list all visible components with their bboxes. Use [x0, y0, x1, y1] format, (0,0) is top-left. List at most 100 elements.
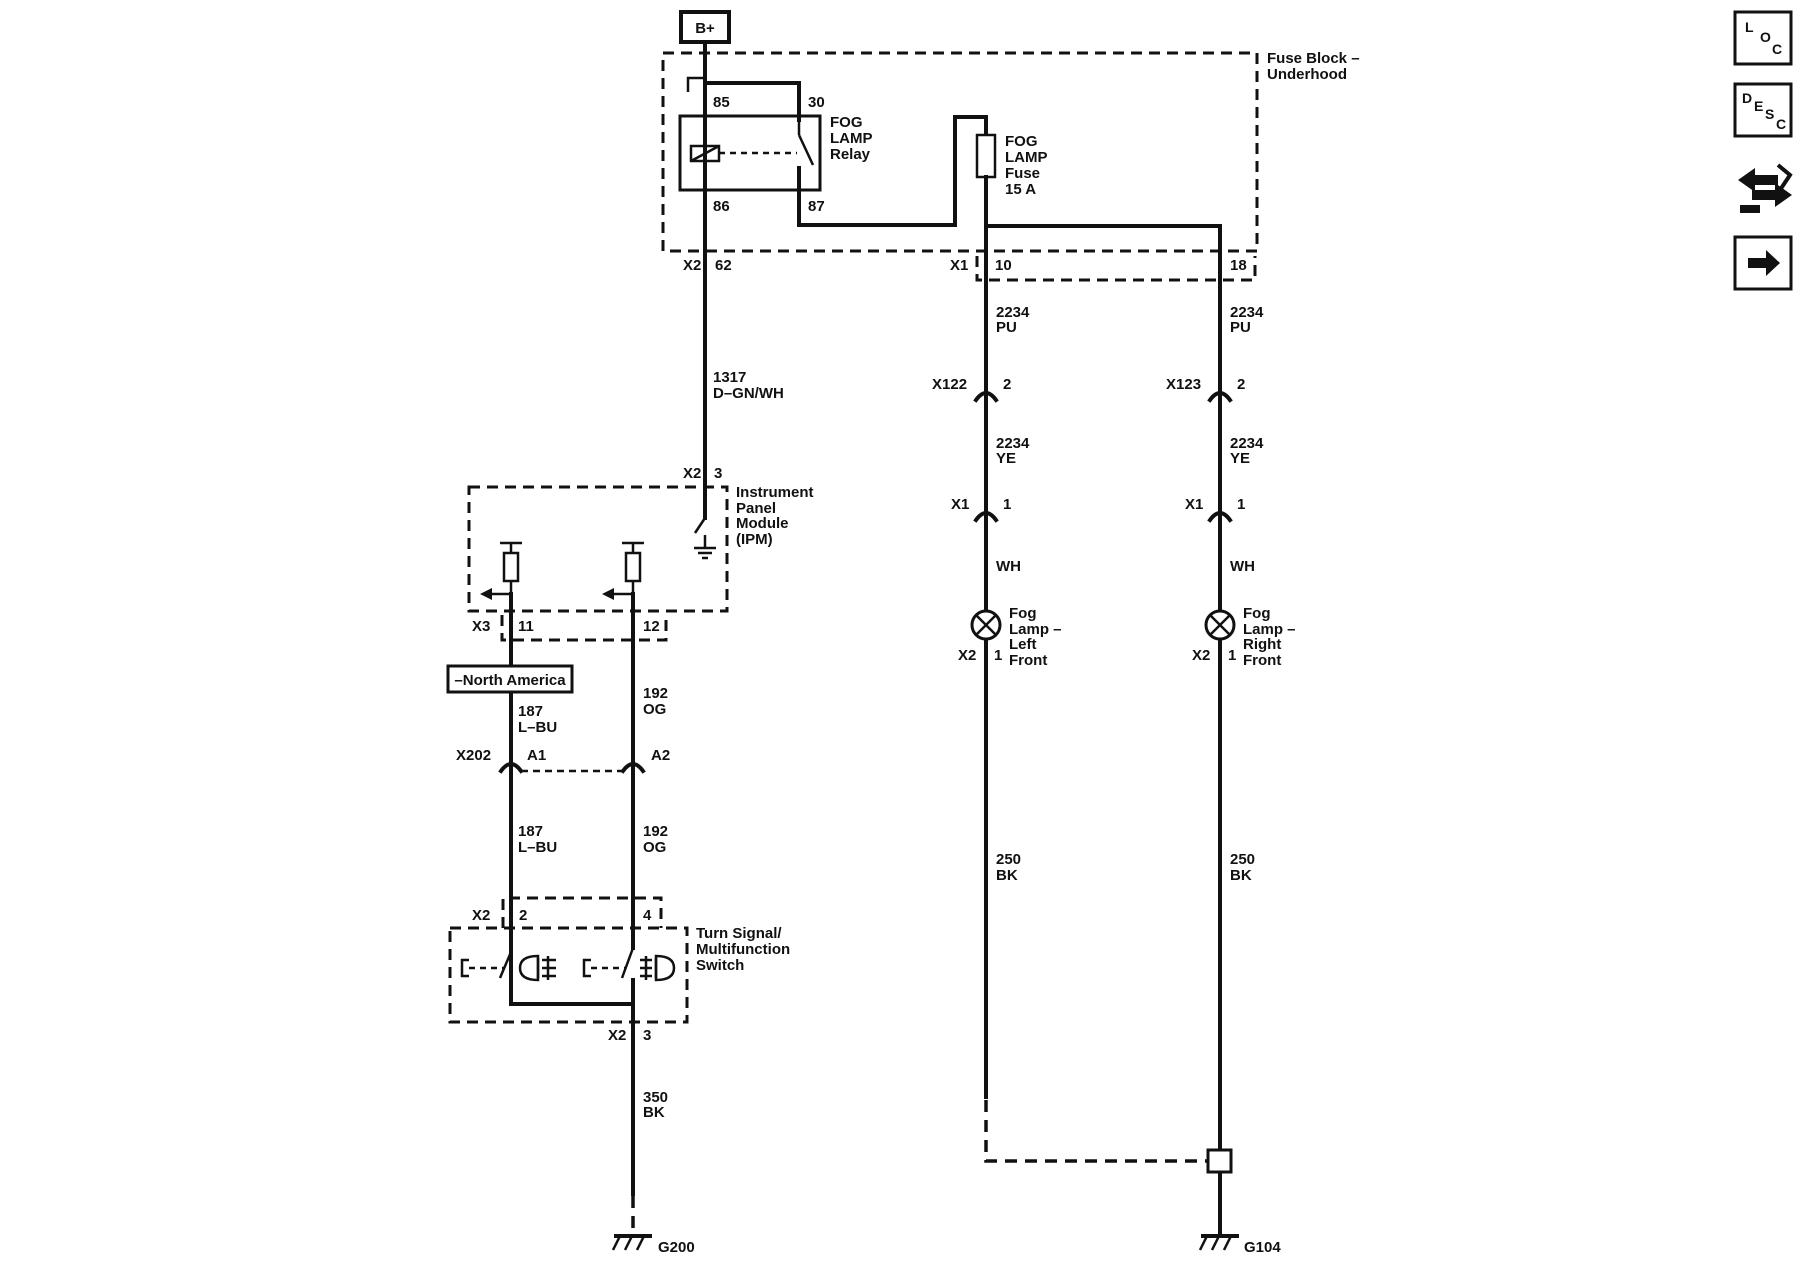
svg-text:C: C: [1776, 116, 1786, 132]
x2-ipm-label: X2: [683, 465, 701, 482]
wire-2234-right-lower-color: YE: [1230, 450, 1250, 467]
next-arrow-icon[interactable]: [1733, 235, 1793, 291]
relay-87-output: [797, 115, 988, 227]
x122-label: X122: [932, 376, 967, 393]
fuse-label-2: LAMP: [1005, 149, 1048, 166]
wire-250-right-number: 250: [1230, 851, 1255, 868]
ground-g200-symbol: [611, 1234, 652, 1251]
svg-text:D: D: [1742, 90, 1752, 106]
front-fog-lamp-icon: [518, 954, 556, 982]
fog-lamp-fuse: [975, 133, 997, 179]
x2-right-lamp-pin: 1: [1228, 647, 1236, 664]
wire-250-left-color: BK: [996, 867, 1018, 884]
x123-connector-symbol: [1207, 391, 1233, 403]
lamp-left-label-1: Fog: [1009, 605, 1037, 622]
x123-label: X123: [1166, 376, 1201, 393]
turn-signal-switch-boundary: [448, 926, 689, 1024]
wire-2234-left-upper-color: PU: [996, 319, 1017, 336]
x1-right-pin: 1: [1237, 496, 1245, 513]
lamp-right-label-4: Front: [1243, 652, 1281, 669]
wire-192-lower-number: 192: [643, 823, 668, 840]
ground-g104-symbol: [1198, 1234, 1239, 1251]
relay-label-3: Relay: [830, 146, 871, 163]
x123-pin: 2: [1237, 376, 1245, 393]
ground-g104-label: G104: [1244, 1239, 1281, 1256]
left-lamp-ground-path: [984, 1100, 1207, 1163]
relay-label-1: FOG: [830, 114, 863, 131]
fuse-block-x2-label: X2: [683, 257, 701, 274]
x1-right-label: X1: [1185, 496, 1203, 513]
wire-2234-right-upper-color: PU: [1230, 319, 1251, 336]
x122-connector-symbol: [973, 391, 999, 403]
fuse-block-label-1: Fuse Block –: [1267, 50, 1360, 67]
ipm-label-1: Instrument: [736, 484, 814, 501]
fog-lamp-left-bulb: [970, 609, 1002, 641]
relay-label-2: LAMP: [830, 130, 873, 147]
x1-left-pin: 1: [1003, 496, 1011, 513]
wire-192-upper-color: OG: [643, 701, 666, 718]
fog-switch-contact-left: [498, 951, 513, 979]
connector-swap-icon[interactable]: [1738, 163, 1793, 213]
ipm-pullup-resistor-11: [502, 551, 520, 583]
relay-feed-arrow: [686, 76, 705, 92]
svg-text:C: C: [1772, 41, 1782, 57]
relay-pin-87: 87: [808, 198, 825, 215]
x202-pin-a1: A1: [527, 747, 546, 764]
x202-pin-a2: A2: [651, 747, 670, 764]
lamp-right-label-3: Right: [1243, 636, 1281, 653]
splice-pack: [1206, 1148, 1233, 1174]
fuse-block-x2-pin: 62: [715, 257, 732, 274]
loc-icon[interactable]: L O C: [1733, 10, 1793, 66]
option-north-america-label: –North America: [454, 672, 566, 689]
wire-2234-left-upper-number: 2234: [996, 304, 1030, 321]
switch-label-2: Multifunction: [696, 941, 790, 958]
ipm-label-2: Panel: [736, 500, 776, 517]
switch-x2-bottom-label: X2: [608, 1027, 626, 1044]
battery-terminal: B+: [679, 10, 731, 44]
wire-250-right-color: BK: [1230, 867, 1252, 884]
x1-right-connector-symbol: [1207, 511, 1233, 523]
relay-pin-86: 86: [713, 198, 730, 215]
x202-label: X202: [456, 747, 491, 764]
switch-label-3: Switch: [696, 957, 744, 974]
wire-250-left-number: 250: [996, 851, 1021, 868]
x2-right-lamp-label: X2: [1192, 647, 1210, 664]
fuse-block-x1-connector: [975, 256, 1257, 282]
wire-350-number: 350: [643, 1089, 668, 1106]
ipm-input-12-arrow: [602, 588, 614, 600]
wire-192-lower-color: OG: [643, 839, 666, 856]
fuse-block-x1-pin-18: 18: [1230, 257, 1247, 274]
fuse-block-x1-pin-10: 10: [995, 257, 1012, 274]
wire-187-upper-color: L–BU: [518, 719, 557, 736]
battery-label: B+: [695, 20, 715, 37]
right-lamp-feed: [984, 224, 1222, 1238]
lamp-left-label-2: Lamp –: [1009, 621, 1062, 638]
fuse-block-label-2: Underhood: [1267, 66, 1347, 83]
switch-x2-label: X2: [472, 907, 490, 924]
svg-text:L: L: [1745, 19, 1754, 35]
rear-fog-lamp-icon: [640, 954, 676, 982]
switch-x2-pin-2: 2: [519, 907, 527, 924]
x1-left-label: X1: [951, 496, 969, 513]
fog-switch-contact-right: [620, 947, 635, 979]
switch-x2-pin-4: 4: [643, 907, 652, 924]
svg-text:E: E: [1754, 98, 1763, 114]
x122-pin: 2: [1003, 376, 1011, 393]
ground-g200-label: G200: [658, 1239, 695, 1256]
x2-left-lamp-pin: 1: [994, 647, 1002, 664]
lamp-right-label-1: Fog: [1243, 605, 1271, 622]
wire-187-upper-number: 187: [518, 703, 543, 720]
x2-ipm-pin: 3: [714, 465, 722, 482]
wire-wh-left: WH: [996, 558, 1021, 575]
x2-left-lamp-label: X2: [958, 647, 976, 664]
x3-pin-12: 12: [643, 618, 660, 635]
desc-icon[interactable]: D E S C: [1733, 82, 1793, 138]
wire-187-lower-color: L–BU: [518, 839, 557, 856]
wire-192-upper-number: 192: [643, 685, 668, 702]
lamp-right-label-2: Lamp –: [1243, 621, 1296, 638]
switch-x2-bottom-pin: 3: [643, 1027, 651, 1044]
switch-label-1: Turn Signal/: [696, 925, 782, 942]
relay-30-feed: [703, 81, 801, 122]
x202-a2-connector-symbol: [620, 762, 646, 774]
